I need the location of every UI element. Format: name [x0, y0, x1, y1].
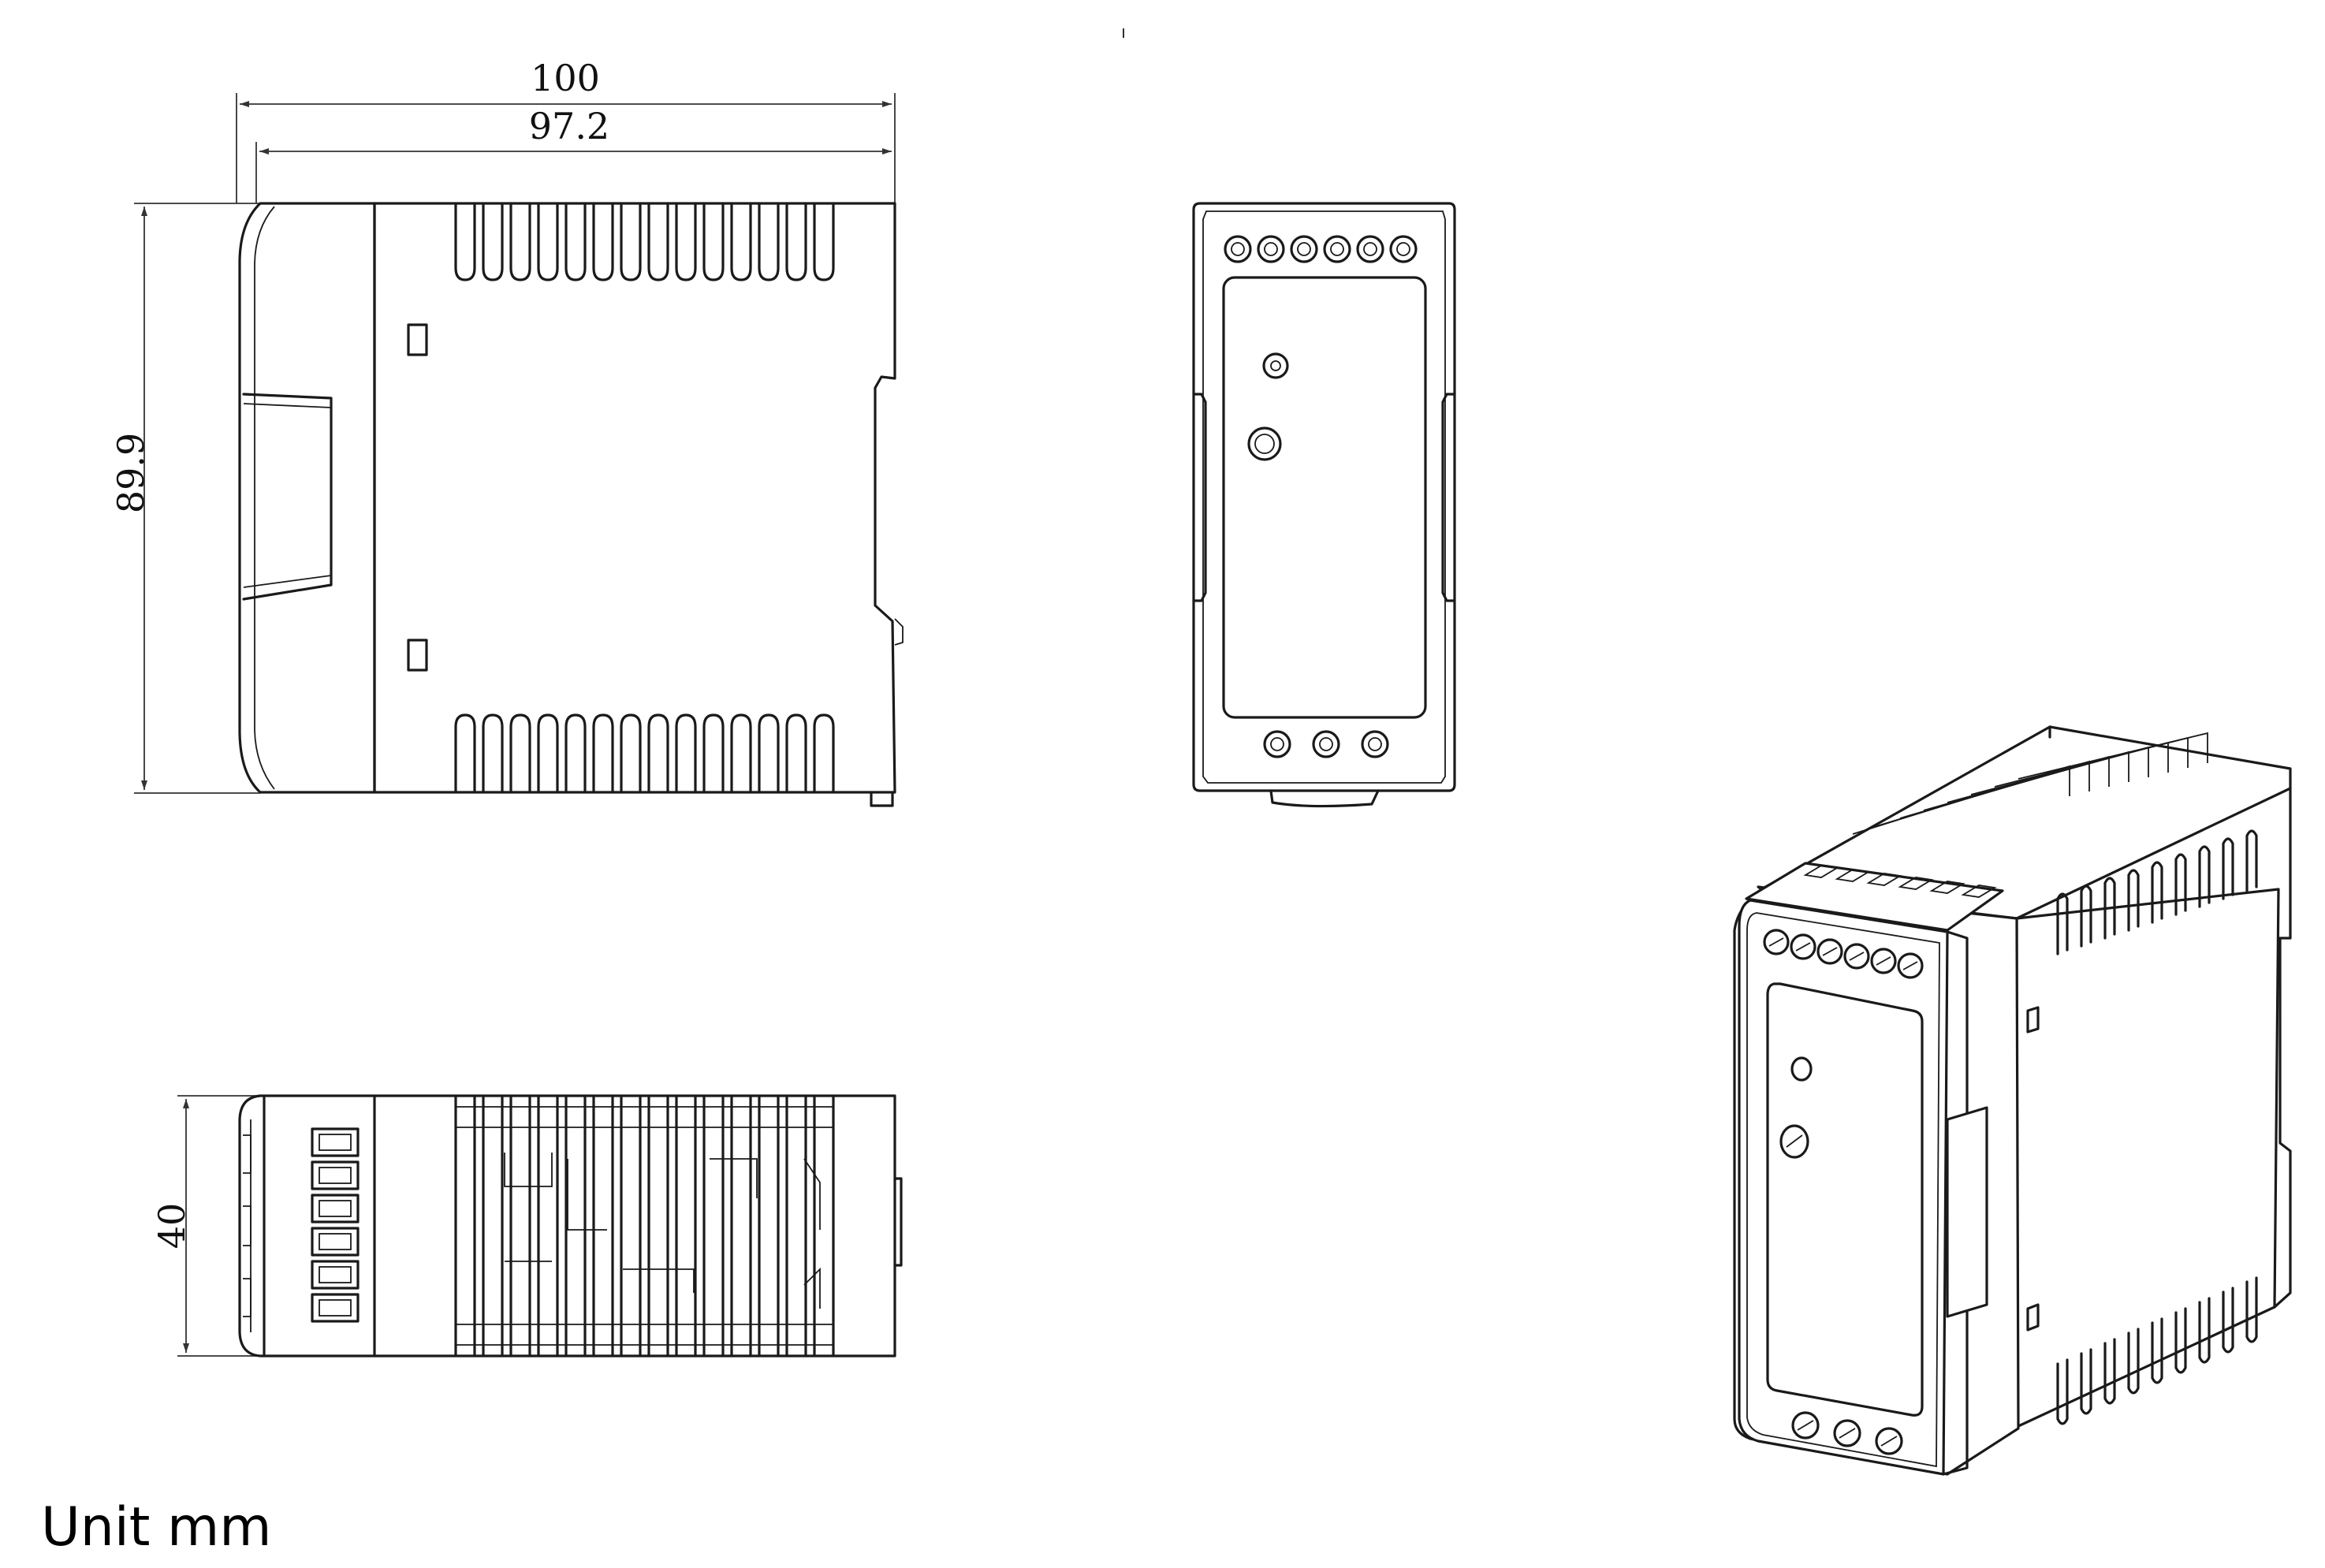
front-outline [1192, 202, 1456, 792]
iso-top-terminals [1763, 929, 1924, 979]
top-ribs [454, 1094, 835, 1358]
side-front-cover [238, 202, 376, 794]
iso-cover-front [1738, 899, 1949, 1476]
dim-depth: 40 [151, 1203, 193, 1250]
side-housing [373, 202, 896, 794]
top-outline [238, 1094, 896, 1358]
front-rail-left [1192, 393, 1207, 602]
side-window [407, 639, 428, 672]
side-top-vents [454, 202, 835, 281]
front-top-terminals [1224, 235, 1418, 263]
iso-side-bottom-fins [2056, 1276, 2258, 1425]
dim-width-overall: 100 [531, 57, 600, 99]
top-view: 40 [151, 1094, 903, 1358]
iso-top-slots [1803, 865, 1997, 898]
top-inner-edges [504, 1153, 821, 1309]
side-cover-edge [254, 206, 275, 790]
front-rail-right [1441, 393, 1456, 602]
side-window [407, 323, 428, 356]
iso-side-window [2026, 1303, 2040, 1331]
iso-cover-top [1745, 862, 2004, 932]
top-cover-marks [243, 1134, 252, 1317]
front-view [1192, 202, 1456, 808]
din-clip [870, 791, 894, 807]
unit-label: Unit mm [41, 1496, 272, 1559]
side-view: 100 97.2 89.9 [110, 57, 904, 807]
led-indicator [1262, 352, 1289, 379]
voltage-adjust [1247, 426, 1282, 461]
front-label-panel [1222, 276, 1427, 719]
isometric-view [1733, 725, 2292, 1476]
iso-side-body [2015, 888, 2280, 1428]
iso-side-clip [1946, 1106, 1988, 1318]
side-bottom-vents [454, 713, 835, 794]
dim-height: 89.9 [110, 433, 152, 513]
iso-side-window [2026, 1006, 2040, 1034]
iso-side-top-fins [2056, 829, 2258, 955]
front-din-foot [1269, 789, 1380, 808]
iso-bottom-terminals [1791, 1411, 1903, 1455]
top-terminal-slots [311, 1127, 360, 1323]
iso-label-panel [1766, 982, 1924, 1417]
front-bottom-terminals [1263, 730, 1389, 758]
side-cover-latch [242, 393, 333, 601]
top-end-bump [893, 1177, 903, 1267]
iso-top-fins [1852, 732, 2208, 835]
iso-led [1790, 1056, 1813, 1082]
iso-adjust [1779, 1124, 1809, 1159]
dim-width-body: 97.2 [529, 105, 609, 147]
